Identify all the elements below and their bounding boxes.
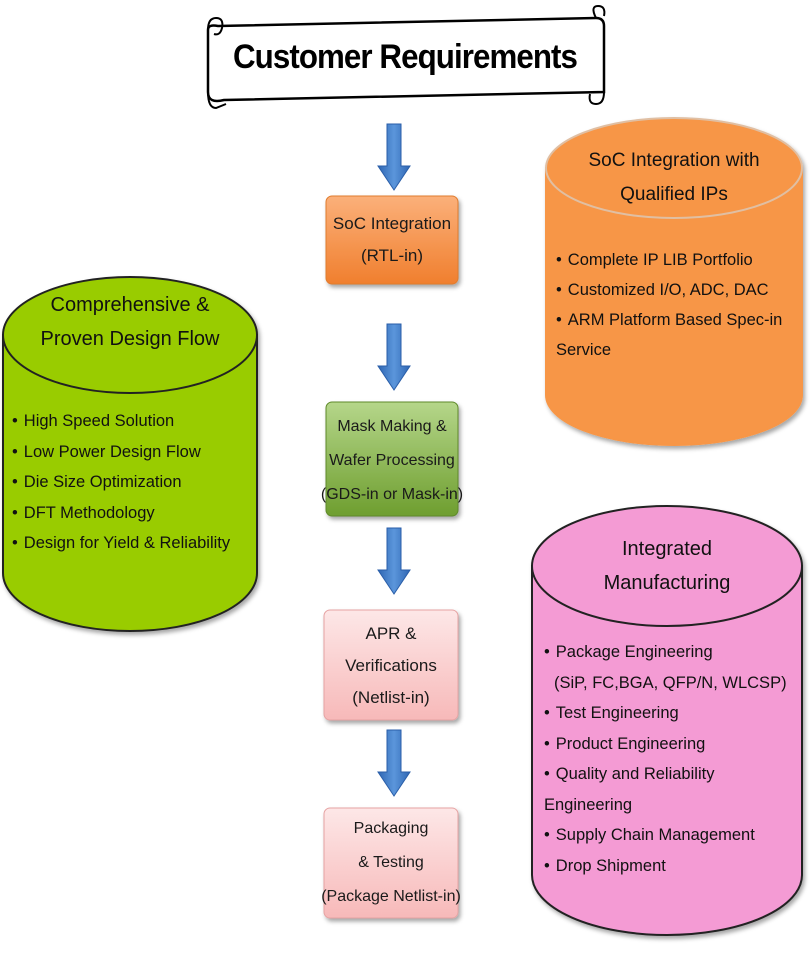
step-box-soc-integration <box>325 195 459 285</box>
list-item: Complete IP LIB Portfolio <box>556 245 782 275</box>
list-item: Low Power Design Flow <box>12 437 230 468</box>
flow-arrow-1 <box>377 123 411 191</box>
step-line: APR & <box>365 624 417 643</box>
list-item: Test Engineering <box>544 698 787 729</box>
step-soc-integration: SoC Integration (RTL-in) <box>326 208 458 272</box>
step-mask-making: Mask Making & Wafer Processing (GDS-in o… <box>318 410 466 512</box>
qualified-ips-list: Complete IP LIB Portfolio Customized I/O… <box>556 245 782 365</box>
manufacturing-list: Package Engineering (SiP, FC,BGA, QFP/N,… <box>544 637 787 881</box>
title-line: Qualified IPs <box>620 184 728 205</box>
step-line: Packaging <box>353 820 429 837</box>
step-line: Verifications <box>345 656 437 675</box>
step-box-apr <box>323 609 459 721</box>
flow-arrow-2 <box>377 323 411 391</box>
step-box-packaging <box>323 807 459 919</box>
step-packaging-testing: Packaging & Testing (Package Netlist-in) <box>316 812 466 914</box>
flow-arrow-4 <box>377 729 411 797</box>
title-line: Comprehensive & <box>50 294 210 316</box>
step-line: Wafer Processing <box>329 452 455 469</box>
list-item: Customized I/O, ADC, DAC <box>556 275 782 305</box>
list-item: Package Engineering <box>544 637 787 668</box>
design-flow-list: High Speed Solution Low Power Design Flo… <box>12 406 230 559</box>
title-scroll <box>206 4 606 110</box>
flow-arrow-3 <box>377 527 411 595</box>
step-line: & Testing <box>358 854 424 871</box>
step-apr-verifications: APR & Verifications (Netlist-in) <box>324 618 458 714</box>
list-item-continuation: (SiP, FC,BGA, QFP/N, WLCSP) <box>554 673 787 692</box>
title-line: SoC Integration with <box>588 150 760 171</box>
list-item: Die Size Optimization <box>12 467 230 498</box>
step-line: (GDS-in or Mask-in) <box>320 486 464 503</box>
list-item: ARM Platform Based Spec-in <box>556 305 783 335</box>
title-line: Proven Design Flow <box>40 328 220 350</box>
list-item: DFT Methodology <box>12 498 230 529</box>
list-item-continuation: Engineering <box>544 795 633 814</box>
list-item-continuation: Service <box>556 341 612 359</box>
title-line: Integrated <box>621 538 713 560</box>
step-line: (Netlist-in) <box>352 688 430 707</box>
list-item: Drop Shipment <box>544 851 787 882</box>
list-item: Product Engineering <box>544 729 787 760</box>
title-line: Manufacturing <box>603 572 731 594</box>
step-line: SoC Integration <box>332 214 452 233</box>
list-item: Quality and Reliability <box>544 759 787 790</box>
step-box-mask-making <box>325 401 459 517</box>
list-item: Supply Chain Management <box>544 820 787 851</box>
manufacturing-title: Integrated Manufacturing <box>548 532 786 600</box>
step-line: (Package Netlist-in) <box>321 888 461 905</box>
list-item: High Speed Solution <box>12 406 230 437</box>
list-item: Design for Yield & Reliability <box>12 528 230 559</box>
design-flow-title: Comprehensive & Proven Design Flow <box>18 288 242 356</box>
page-title: Customer Requirements <box>233 38 578 76</box>
step-line: Mask Making & <box>337 418 447 435</box>
qualified-ips-title: SoC Integration with Qualified IPs <box>556 144 792 212</box>
step-line: (RTL-in) <box>360 246 424 265</box>
